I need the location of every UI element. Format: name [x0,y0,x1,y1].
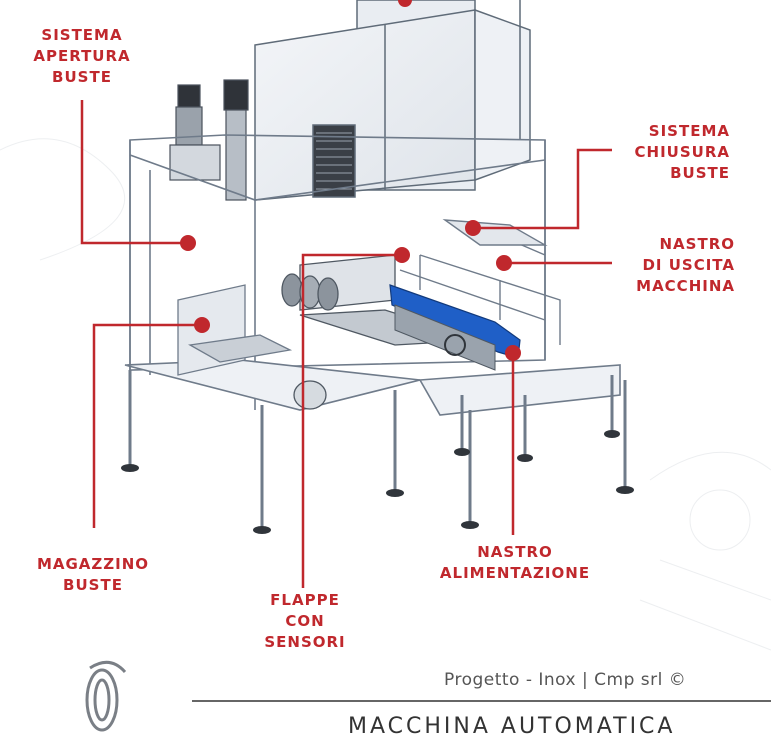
label-line: DI USCITA [642,256,735,274]
footer-decoration [85,660,771,732]
background-decoration [0,138,771,651]
label-nastro-di-uscita-macchina: NASTRO DI USCITA MACCHINA [615,234,735,297]
label-sistema-apertura-buste: SISTEMA APERTURA BUSTE [28,25,136,88]
label-line: ALIMENTAZIONE [439,564,591,582]
label-line: CON [285,612,325,630]
label-line: FLAPPE [270,591,340,609]
dot-flappe [394,247,410,263]
upper-cabinet [254,0,531,201]
label-line: NASTRO [477,543,553,561]
label-nastro-alimentazione: NASTRO ALIMENTAZIONE [425,542,605,584]
label-line: NASTRO [659,235,735,253]
dot-sistema-apertura [180,235,196,251]
machine-feet [121,430,634,534]
project-credit: Progetto - Inox | Cmp srl © [444,670,687,690]
callout-dots [180,0,521,361]
footer-title: MACCHINA AUTOMATICA [348,714,676,739]
label-line: BUSTE [670,164,730,182]
label-line: MACCHINA [636,277,735,295]
label-line: SENSORI [264,633,346,651]
label-line: MAGAZZINO [36,555,150,573]
main-frame [124,134,627,528]
dot-nastro-alimentazione [505,345,521,361]
label-line: BUSTE [63,576,123,594]
motor-assembly [169,79,249,201]
label-line: CHIUSURA [634,143,730,161]
label-flappe-con-sensori: FLAPPE CON SENSORI [255,590,355,653]
leader-lines [80,0,612,588]
dot-top [398,0,412,7]
label-line: BUSTE [52,68,112,86]
dot-nastro-uscita [496,255,512,271]
company-logo [85,660,127,732]
label-line: APERTURA [33,47,131,65]
label-line: SISTEMA [41,26,123,44]
label-magazzino-buste: MAGAZZINO BUSTE [28,554,158,596]
envelope-magazine [177,284,293,376]
dot-magazzino [194,317,210,333]
dot-sistema-chiusura [465,220,481,236]
label-sistema-chiusura-buste: SISTEMA CHIUSURA BUSTE [615,121,730,184]
label-line: SISTEMA [648,122,730,140]
